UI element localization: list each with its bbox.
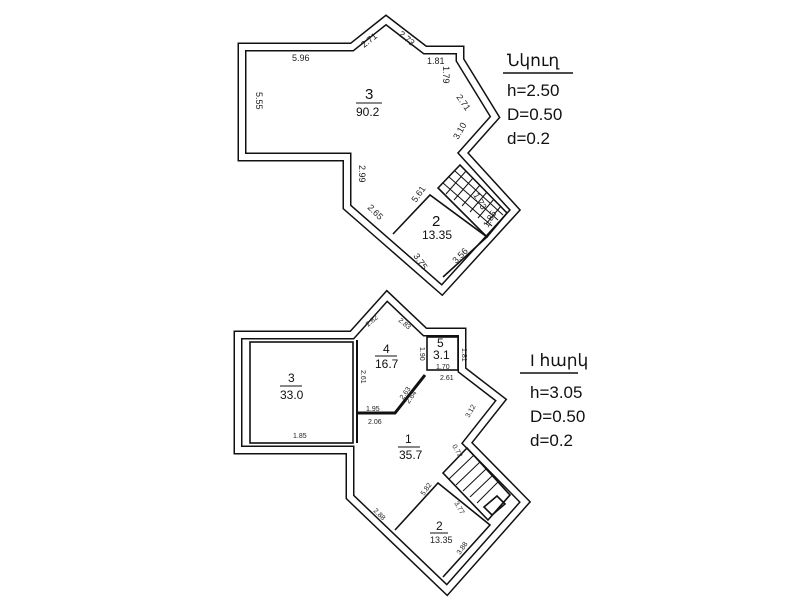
basement-stairs	[436, 163, 509, 239]
room-number: 3	[288, 371, 295, 385]
stair-step	[461, 184, 481, 207]
ceiling-height: h=3.05	[530, 383, 582, 402]
dimension-label: 3.10	[451, 121, 468, 141]
stair-step	[448, 454, 475, 480]
floor-title: I հարկ	[530, 351, 588, 370]
dimension-label: 0.72	[450, 444, 463, 459]
outer-wall-thickness: D=0.50	[530, 407, 585, 426]
basement-plan: 3 90.2 2 13.35 5.96 5.55 2.71 2.73 1.81 …	[237, 14, 573, 297]
plan-line	[482, 494, 507, 517]
dimension-label: 2.61	[359, 370, 366, 384]
stair-step	[455, 461, 481, 486]
stair-step	[442, 182, 493, 227]
dimension-label: 3.12	[465, 404, 478, 419]
dimension-label: 5.55	[254, 92, 264, 110]
outer-wall-thickness: D=0.50	[507, 105, 562, 124]
plan-line	[436, 163, 509, 239]
stair-step	[469, 475, 493, 498]
room-area: 13.35	[430, 535, 453, 545]
room-number: 3	[365, 86, 373, 103]
room-number: 4	[383, 342, 390, 356]
dimension-label: 1.81	[460, 348, 467, 362]
ceiling-height: h=2.50	[507, 81, 559, 100]
first-floor-room2-walls	[394, 481, 492, 578]
dimension-label: 1.90	[418, 347, 425, 361]
room-area: 13.35	[422, 228, 452, 242]
dimension-label: 1.95	[366, 406, 380, 413]
plan-line	[239, 16, 520, 295]
room-number: 5	[437, 336, 444, 350]
inner-wall-thickness: d=0.2	[530, 431, 573, 450]
dimension-label: 2.65	[366, 202, 385, 221]
stair-step	[462, 468, 487, 492]
stair-step	[453, 177, 474, 201]
dimension-label: 5.96	[292, 53, 310, 63]
basement-legend: Նկուղ h=2.50 D=0.50 d=0.2	[503, 51, 573, 148]
dimension-label: 1.85	[293, 433, 307, 440]
dimension-label: 3.88	[456, 541, 470, 556]
stair-step	[477, 198, 495, 219]
plan-line	[441, 446, 512, 522]
room-area: 16.7	[375, 357, 399, 371]
room3-inner-walls	[249, 341, 354, 444]
dimension-label: 1.79	[441, 66, 451, 84]
dimension-label: 2.71	[454, 92, 472, 112]
room-area: 35.7	[399, 448, 423, 462]
room-area: 3.1	[433, 348, 450, 362]
basement-room2-walls	[392, 193, 489, 278]
stair-step	[476, 481, 499, 504]
room-area: 33.0	[280, 388, 304, 402]
floor-title: Նկուղ	[507, 51, 560, 70]
partition-wall-room4	[357, 374, 427, 415]
dimension-label: 1.70	[436, 364, 450, 371]
dimension-label: 2.06	[368, 419, 382, 426]
dimension-label: 2.99	[357, 165, 367, 183]
stair-step	[485, 205, 502, 225]
room-area: 90.2	[356, 105, 380, 119]
room-number: 1	[405, 432, 412, 446]
room-number: 2	[436, 519, 443, 533]
first-floor-legend: I հարկ h=3.05 D=0.50 d=0.2	[520, 351, 588, 450]
room5-walls	[426, 336, 459, 371]
room-number: 2	[432, 213, 440, 230]
stair-step	[448, 176, 499, 221]
dimension-label: 2.61	[440, 375, 454, 382]
stair-step	[469, 191, 488, 213]
plan-line	[235, 291, 530, 595]
first-floor-plan: 3 33.0 4 16.7 5 3.1 1 35.7 2 13.35 2.82 …	[233, 289, 588, 597]
first-floor-stairs	[441, 446, 512, 522]
stair-step	[445, 170, 467, 195]
dimension-label: 1.81	[427, 56, 445, 66]
inner-wall-thickness: d=0.2	[507, 129, 550, 148]
stair-step	[454, 170, 504, 216]
